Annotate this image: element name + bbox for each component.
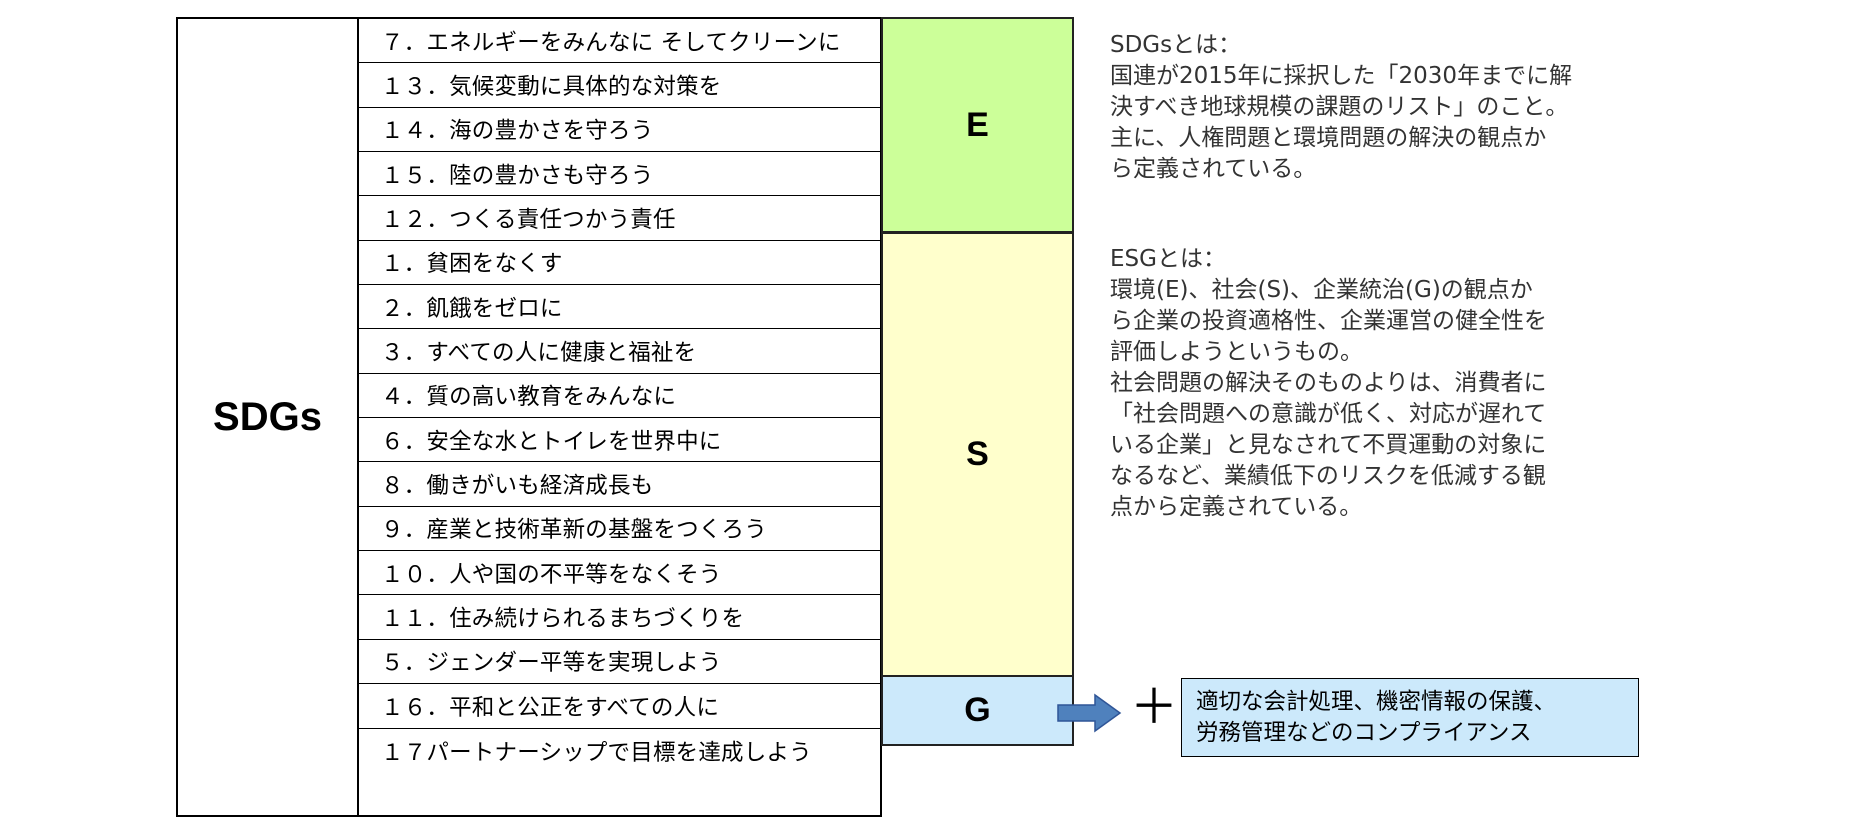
goal-row: １０．人や国の不平等をなくそう [359,551,880,596]
goal-row: ４．質の高い教育をみんなに [359,374,880,419]
esg-s-label: S [966,435,989,473]
right-arrow-icon [1057,693,1122,733]
esg-environment-cell: E [881,17,1074,233]
goal-row: １３．気候変動に具体的な対策を [359,63,880,108]
goal-row: ６．安全な水とトイレを世界中に [359,418,880,463]
compliance-box: 適切な会計処理、機密情報の保護、 労務管理などのコンプライアンス [1181,678,1639,757]
arrow-shape [1057,693,1122,733]
esg-governance-cell: G [881,676,1074,746]
esg-definition-note: ESGとは： 環境(E)、社会(S)、企業統治(G)の観点か ら企業の投資適格性… [1110,246,1547,520]
goal-row: ７．エネルギーをみんなに そしてクリーンに [359,19,880,64]
sdgs-label-box: SDGs [176,17,359,817]
goal-row: ２．飢餓をゼロに [359,285,880,330]
goal-row: １１．住み続けられるまちづくりを [359,595,880,640]
goal-row: ３．すべての人に健康と福祉を [359,329,880,374]
goal-row: ９．産業と技術革新の基盤をつくろう [359,507,880,552]
goal-row: １７パートナーシップで目標を達成しよう [381,739,812,766]
goal-row: １５．陸の豊かさも守ろう [359,152,880,197]
esg-e-label: E [966,105,989,144]
esg-social-cell: S [881,233,1074,677]
goal-row: ８．働きがいも経済成長も [359,462,880,507]
goal-row: １４．海の豊かさを守ろう [359,108,880,153]
sdgs-definition-note: SDGsとは： 国連が2015年に採択した「2030年までに解 決すべき地球規模… [1110,32,1573,182]
plus-sign: ＋ [1130,679,1179,735]
goal-row: １．貧困をなくす [359,241,880,286]
goal-row: ５．ジェンダー平等を実現しよう [359,640,880,685]
goal-row: １６．平和と公正をすべての人に [359,684,880,729]
esg-g-label: G [964,691,991,729]
sdgs-label: SDGs [213,394,322,439]
goal-row: １２．つくる責任つかう責任 [359,196,880,241]
